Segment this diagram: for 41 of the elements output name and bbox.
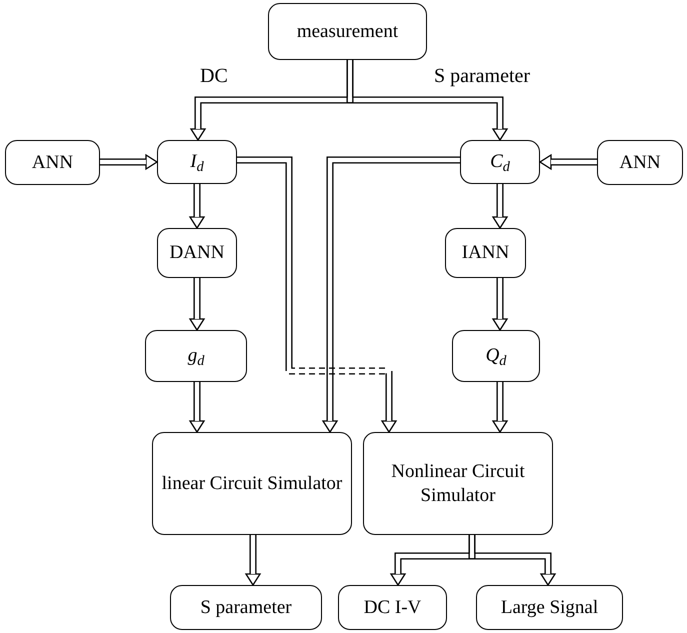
- double-line-arrow: [539, 154, 597, 170]
- double-line-arrow: [189, 382, 205, 433]
- double-line-arrow: [346, 60, 508, 141]
- node-label: measurement: [296, 20, 400, 44]
- double-line-arrow: [322, 156, 460, 433]
- node-label: ANN: [30, 150, 74, 174]
- rounded-box: [157, 140, 237, 184]
- edge-label: S parameter: [434, 66, 530, 86]
- rounded-box: [597, 140, 683, 185]
- double-line-arrow: [237, 156, 397, 433]
- node-label: Large Signal: [500, 596, 600, 620]
- node-label: S parameter: [199, 596, 293, 620]
- double-line-arrow: [100, 154, 158, 170]
- rounded-box: [145, 330, 247, 382]
- rounded-box: [268, 3, 427, 60]
- node-label: C$_{d}$: [489, 150, 511, 174]
- node-label: DANN: [168, 241, 226, 265]
- rounded-box: [363, 432, 553, 535]
- rounded-box: [445, 228, 526, 278]
- rounded-box: [476, 585, 623, 630]
- rounded-box: [452, 330, 540, 382]
- rounded-box: [5, 140, 100, 185]
- node-label: IANN: [460, 241, 510, 265]
- double-line-arrow: [492, 184, 508, 229]
- double-line-arrow: [189, 184, 205, 229]
- double-line-arrow: [492, 382, 508, 433]
- rounded-box: [460, 140, 540, 184]
- rounded-box: [157, 228, 237, 278]
- double-line-arrow: [245, 535, 261, 586]
- node-label: g$_{d}$: [186, 344, 206, 368]
- node-label: Nonlinear Circuit Simulator: [390, 460, 526, 508]
- node-label: DC I-V: [362, 596, 422, 620]
- rounded-box: [152, 432, 352, 535]
- rounded-box: [170, 585, 322, 630]
- node-label: Q$_{d}$: [484, 344, 508, 368]
- double-line-arrow: [468, 535, 556, 586]
- node-label: ANN: [618, 150, 662, 174]
- double-line-arrow: [189, 278, 205, 331]
- rounded-box: [338, 585, 447, 630]
- node-label: linear Circuit Simulator: [160, 472, 344, 496]
- node-label: I$_{d}$: [189, 150, 205, 174]
